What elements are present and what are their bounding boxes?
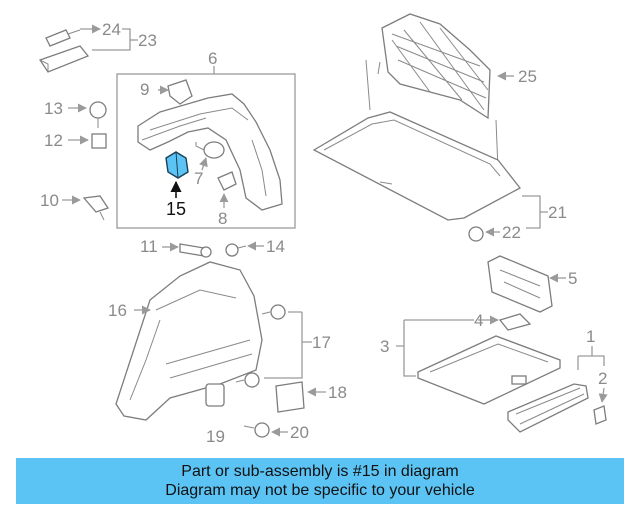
callout-7: 7 [194,169,203,188]
part-16-quarter-trim-lower [115,261,263,421]
callout-24: 24 [102,20,121,39]
part-8-bracket [217,171,237,191]
callout-6: 6 [208,49,217,68]
callout-19: 19 [206,427,225,446]
callout-5: 5 [568,269,577,288]
part-9-clip [167,79,193,105]
group-6-frame [116,73,296,229]
part-23-lamp-housing [38,45,90,73]
part-15-highlighted-clip [165,151,189,179]
part-18-plate [275,381,305,413]
part-10-screw [82,195,110,221]
callout-17: 17 [312,333,331,352]
callout-1: 1 [586,327,595,346]
callout-22: 22 [502,223,521,242]
callout-15: 15 [166,199,186,219]
callout-4: 4 [474,311,483,330]
banner-line-disclaimer: Diagram may not be specific to your vehi… [165,482,475,499]
part-11-bolt [179,243,212,258]
part-24-lamp-bulb [45,29,81,47]
part-6-quarter-trim-upper [137,93,283,211]
part-12-nut [91,133,107,149]
part-13-rivet [89,101,107,128]
part-19-cover [205,383,225,407]
part-14-bolt [225,243,247,257]
callout-14: 14 [266,237,285,256]
callout-16: 16 [108,301,127,320]
part-17-screw-upper [261,304,286,320]
part-21-cargo-cover [312,111,521,221]
callout-18: 18 [328,383,347,402]
part-3-floor-board [417,335,561,405]
part-2-clip [593,405,607,425]
info-banner: Part or sub-assembly is #15 in diagram D… [16,458,624,504]
callout-21: 21 [548,203,567,222]
part-17-screw-lower [235,372,260,388]
part-20-screw [243,422,270,438]
part-4-pad [498,313,532,331]
callout-8: 8 [218,209,227,228]
part-5-side-bracket [487,255,553,313]
banner-line-part-info: Part or sub-assembly is #15 in diagram [181,463,459,480]
callout-11: 11 [140,237,158,256]
callout-20: 20 [290,423,309,442]
callout-13: 13 [44,99,63,118]
part-22-clip [468,226,484,242]
callout-2: 2 [598,369,607,388]
part-1-sill-plate [507,383,589,433]
callout-12: 12 [44,131,63,150]
callout-3: 3 [380,337,389,356]
callout-10: 10 [40,191,59,210]
callout-25: 25 [518,67,537,86]
part-7-push-pin [195,141,225,159]
callout-9: 9 [140,80,149,99]
callout-23: 23 [138,31,157,50]
